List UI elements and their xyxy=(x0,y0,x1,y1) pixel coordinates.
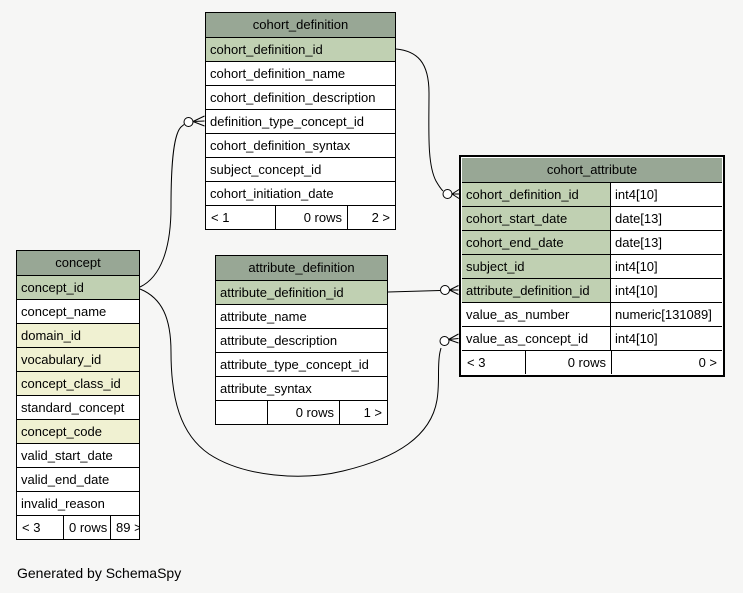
pager-row-count: 0 rows xyxy=(267,401,339,424)
table-pager: < 3 0 rows 0 > xyxy=(462,350,722,374)
column-name: attribute_definition_id xyxy=(462,279,610,302)
table-cohort_definition: cohort_definition cohort_definition_id c… xyxy=(205,12,396,230)
zero-one-circle-icon xyxy=(442,189,453,199)
column-name: subject_id xyxy=(462,255,610,278)
column-type: int4[10] xyxy=(610,279,722,302)
pager-row-count: 0 rows xyxy=(275,206,347,229)
column-type: int4[10] xyxy=(610,327,722,350)
column-concept_code: concept_code xyxy=(17,419,139,443)
zero-one-circle-icon xyxy=(439,336,450,346)
column-valid_start_date: valid_start_date xyxy=(17,443,139,467)
relationship-cohort_definition-to-cohort_attribute xyxy=(395,48,460,199)
column-type: int4[10] xyxy=(610,183,722,206)
column-attribute_syntax: attribute_syntax xyxy=(216,376,387,400)
table-title-concept[interactable]: concept xyxy=(17,251,139,275)
relationship-concept-to-cohort_definition xyxy=(139,115,205,288)
column-valid_end_date: valid_end_date xyxy=(17,467,139,491)
crow-foot-icon xyxy=(449,285,459,295)
column-cohort_definition_id: cohort_definition_id xyxy=(206,37,395,61)
column-attribute_type_concept_id: attribute_type_concept_id xyxy=(216,352,387,376)
relationship-attribute_definition-to-cohort_attribute xyxy=(387,285,459,295)
column-cohort_initiation_date: cohort_initiation_date xyxy=(206,181,395,205)
relationship-concept-to-cohort_attribute xyxy=(139,288,459,477)
column-definition_type_concept_id: definition_type_concept_id xyxy=(206,109,395,133)
column-type: date[13] xyxy=(610,207,722,230)
column-name: value_as_concept_id xyxy=(466,331,589,346)
column-type: int4[10] xyxy=(610,255,722,278)
pager-row-count: 0 rows xyxy=(525,351,611,374)
column-cohort_definition_description: cohort_definition_description xyxy=(206,85,395,109)
pager-next: 89 > xyxy=(110,516,139,539)
column-vocabulary_id: vocabulary_id xyxy=(17,347,139,371)
pager-prev: < 3 xyxy=(467,355,486,370)
pager-prev xyxy=(216,401,267,424)
column-attribute_name: attribute_name xyxy=(216,304,387,328)
column-value_as_number: value_as_number numeric[131089] xyxy=(462,302,722,326)
column-name: value_as_number xyxy=(466,307,570,322)
column-subject_concept_id: subject_concept_id xyxy=(206,157,395,181)
pager-next: 2 > xyxy=(347,206,395,229)
table-concept: concept concept_id concept_name domain_i… xyxy=(16,250,140,540)
crow-foot-icon xyxy=(451,189,460,199)
pager-row-count: 0 rows xyxy=(63,516,110,539)
pager-prev: < 1 xyxy=(211,210,230,225)
column-concept_class_id: concept_class_id xyxy=(17,371,139,395)
column-concept_name: concept_name xyxy=(17,299,139,323)
column-attribute_definition_id: attribute_definition_id xyxy=(216,280,387,304)
table-title-cohort_attribute[interactable]: cohort_attribute xyxy=(462,158,722,182)
column-value_as_concept_id: value_as_concept_id int4[10] xyxy=(462,326,722,350)
zero-one-circle-icon xyxy=(440,285,450,295)
pager-next: 1 > xyxy=(339,401,387,424)
table-pager: < 3 0 rows 89 > xyxy=(17,515,139,539)
column-name: cohort_definition_id xyxy=(462,183,610,206)
crow-foot-icon xyxy=(192,115,205,127)
column-invalid_reason: invalid_reason xyxy=(17,491,139,515)
column-name: cohort_start_date xyxy=(462,207,610,230)
table-pager: 0 rows 1 > xyxy=(216,400,387,424)
column-attribute_description: attribute_description xyxy=(216,328,387,352)
table-title-cohort_definition[interactable]: cohort_definition xyxy=(206,13,395,37)
column-type: date[13] xyxy=(610,231,722,254)
table-title-attribute_definition[interactable]: attribute_definition xyxy=(216,256,387,280)
table-pager: < 1 0 rows 2 > xyxy=(206,205,395,229)
crow-foot-icon xyxy=(448,333,459,344)
column-type: numeric[131089] xyxy=(610,303,722,326)
zero-one-circle-icon xyxy=(183,117,194,127)
column-domain_id: domain_id xyxy=(17,323,139,347)
column-cohort_definition_syntax: cohort_definition_syntax xyxy=(206,133,395,157)
pager-next: 0 > xyxy=(611,351,722,374)
column-cohort_definition_name: cohort_definition_name xyxy=(206,61,395,85)
column-standard_concept: standard_concept xyxy=(17,395,139,419)
column-name: cohort_end_date xyxy=(462,231,610,254)
generated-by-caption: Generated by SchemaSpy xyxy=(17,565,182,581)
table-attribute_definition: attribute_definition attribute_definitio… xyxy=(215,255,388,425)
pager-prev: < 3 xyxy=(22,520,41,535)
column-concept_id: concept_id xyxy=(17,275,139,299)
